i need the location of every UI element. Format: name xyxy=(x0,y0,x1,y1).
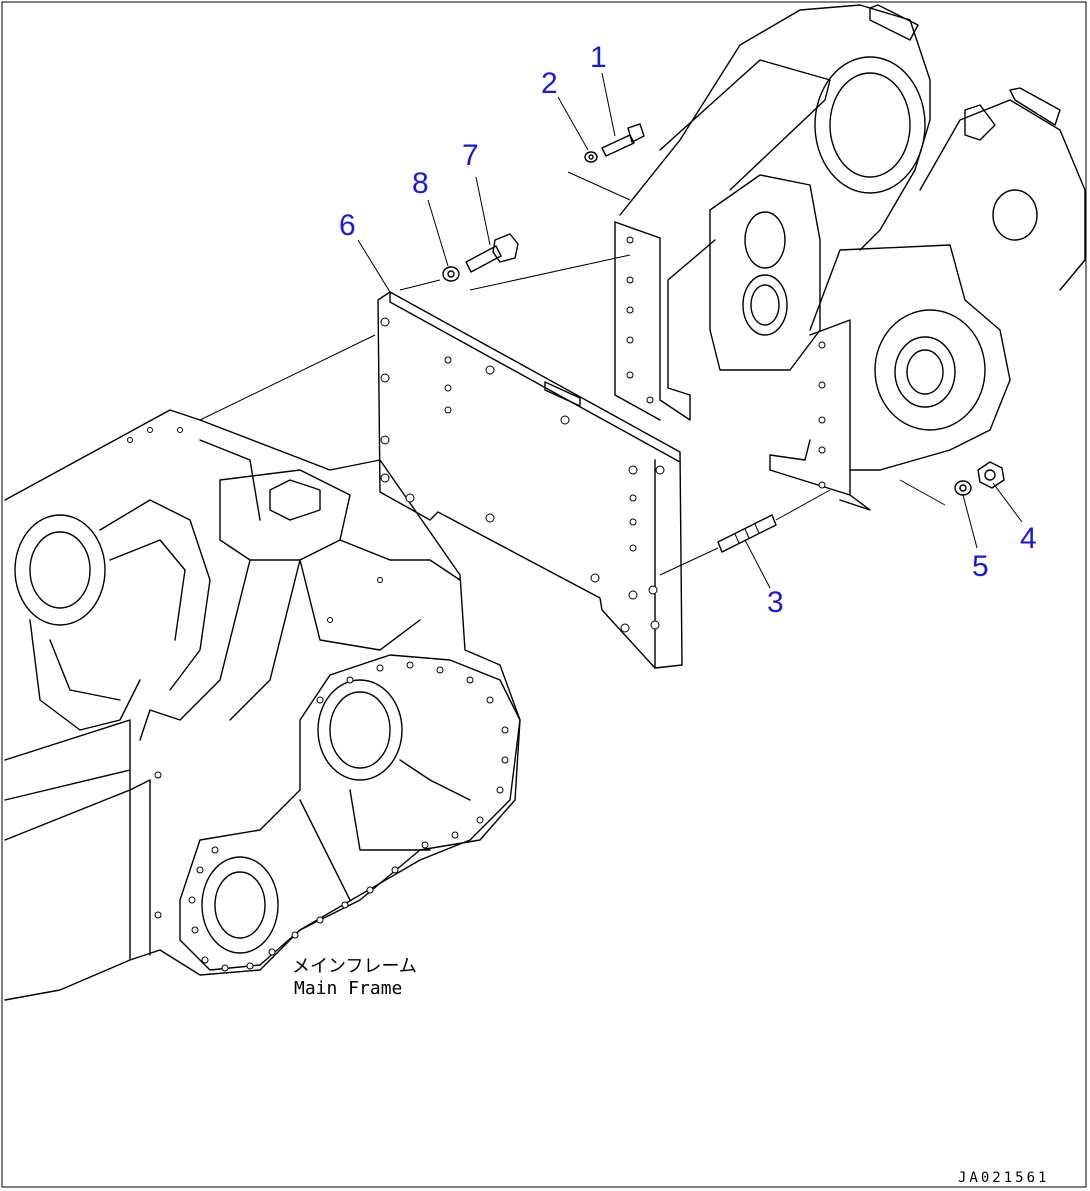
case-lower-flange-holes xyxy=(818,341,826,489)
main-frame xyxy=(4,409,521,1001)
transmission-case xyxy=(614,4,1086,511)
assembly-lines xyxy=(199,171,946,576)
frame-bolt-holes xyxy=(127,427,509,972)
bolt-item-7 xyxy=(465,233,519,273)
plate-holes xyxy=(380,317,665,633)
callout-4: 4 xyxy=(1020,522,1037,555)
washer-item-2 xyxy=(584,151,598,163)
main-frame-label-jp: メインフレーム xyxy=(292,956,417,977)
case-flange-holes xyxy=(626,236,654,404)
callout-5: 5 xyxy=(972,550,989,583)
nut-item-4 xyxy=(977,461,1005,489)
callout-6: 6 xyxy=(339,209,356,242)
leader-lines xyxy=(357,72,1023,589)
callout-3: 3 xyxy=(767,586,784,619)
callout-2: 2 xyxy=(541,67,558,100)
callout-7: 7 xyxy=(462,139,479,172)
stud-item-3 xyxy=(717,514,777,553)
washer-item-8 xyxy=(442,266,460,282)
drawing-code: JA021561 xyxy=(958,1170,1049,1186)
mounting-plate xyxy=(377,291,683,669)
main-frame-label-en: Main Frame xyxy=(294,978,402,999)
callouts: 1 2 3 4 5 6 7 8 xyxy=(339,41,1037,619)
callout-8: 8 xyxy=(412,167,429,200)
callout-1: 1 xyxy=(590,41,607,74)
bolt-item-1 xyxy=(601,123,645,157)
washer-item-5 xyxy=(954,480,972,496)
